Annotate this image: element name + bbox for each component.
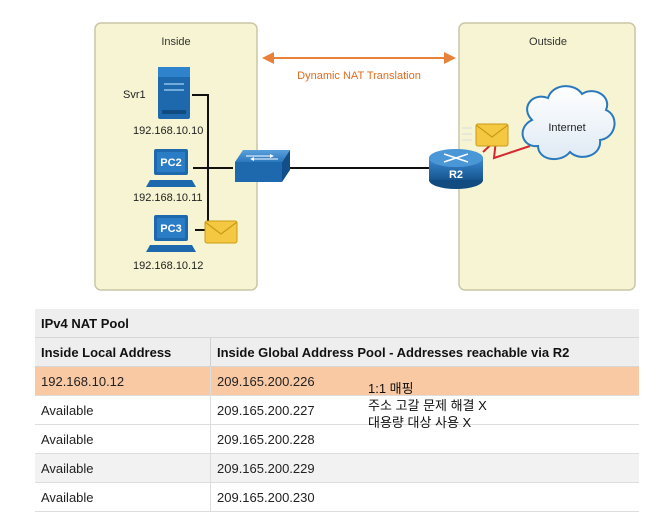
table-row: 192.168.10.12 209.165.200.226 xyxy=(35,366,639,396)
inside-global-cell: 209.165.200.229 xyxy=(210,453,639,483)
table-row: Available 209.165.200.230 xyxy=(35,482,639,512)
note-line: 대용량 대상 사용 X xyxy=(368,415,472,430)
svr1-label: Svr1 xyxy=(123,89,146,101)
table-title: IPv4 NAT Pool xyxy=(35,309,639,338)
inside-global-cell: 209.165.200.230 xyxy=(210,482,639,512)
inside-global-cell: 209.165.200.228 xyxy=(210,424,639,454)
pc3-label: PC3 xyxy=(160,223,181,235)
nat-translation-label: Dynamic NAT Translation xyxy=(297,70,421,82)
nat-pool-table: IPv4 NAT Pool Inside Local Address Insid… xyxy=(35,309,639,512)
nat-arrow xyxy=(262,52,456,64)
note-line: 1:1 매핑 xyxy=(368,381,414,396)
inside-local-cell: 192.168.10.12 xyxy=(35,366,211,396)
inside-global-cell: 209.165.200.226 xyxy=(210,366,639,396)
svr1-ip: 192.168.10.10 xyxy=(133,125,203,137)
pc3-ip: 192.168.10.12 xyxy=(133,260,203,272)
pc3-icon xyxy=(146,215,196,252)
note-line: 주소 고갈 문제 해결 X xyxy=(368,398,487,413)
table-row: Available 209.165.200.228 xyxy=(35,424,639,454)
inside-local-cell: Available xyxy=(35,395,211,425)
column-header-inside-local: Inside Local Address xyxy=(35,337,211,367)
packet-envelope-icon xyxy=(204,220,238,244)
inside-local-cell: Available xyxy=(35,482,211,512)
packet-envelope-icon xyxy=(462,123,509,147)
table-row: Available 209.165.200.227 xyxy=(35,395,639,425)
network-diagram: Inside Outside Dynamic NAT Translation S… xyxy=(94,22,636,291)
pc2-ip: 192.168.10.11 xyxy=(133,192,203,204)
pc2-label: PC2 xyxy=(160,157,181,169)
inside-global-cell: 209.165.200.227 xyxy=(210,395,639,425)
internet-label: Internet xyxy=(548,122,585,134)
table-row: Available 209.165.200.229 xyxy=(35,453,639,483)
internet-cloud-icon xyxy=(521,85,616,161)
server-icon xyxy=(158,67,190,119)
inside-local-cell: Available xyxy=(35,453,211,483)
annotation-note: 1:1 매핑 주소 고갈 문제 해결 X 대용량 대상 사용 X xyxy=(368,380,487,431)
inside-label: Inside xyxy=(161,36,190,48)
column-header-inside-global: Inside Global Address Pool - Addresses r… xyxy=(210,337,639,367)
outside-label: Outside xyxy=(529,36,567,48)
pc2-icon xyxy=(146,149,196,187)
inside-local-cell: Available xyxy=(35,424,211,454)
switch-icon xyxy=(235,150,290,182)
router-label: R2 xyxy=(449,169,463,181)
router-icon xyxy=(429,149,483,189)
